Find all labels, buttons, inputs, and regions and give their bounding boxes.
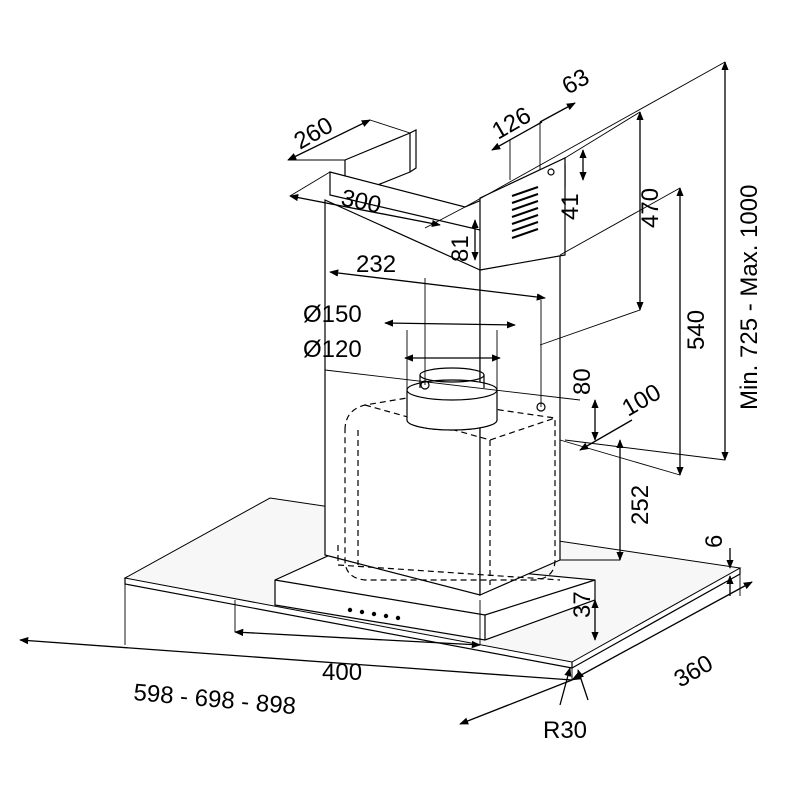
dim-width-range: 598 - 698 - 898 [132, 679, 297, 720]
dim-depth-360: 360 [670, 650, 718, 693]
dim-motor-400: 400 [322, 659, 362, 686]
dim-height-252: 252 [627, 485, 654, 525]
dim-bracket-63: 63 [558, 63, 595, 100]
dim-outlet-d150: Ø150 [303, 301, 362, 328]
dimension-lines [19, 61, 753, 725]
dim-height-540: 540 [683, 310, 710, 350]
vent-grille [511, 186, 539, 239]
dim-height-range: Min. 725 - Max. 1000 [736, 185, 763, 410]
dim-outlet-offset: 232 [356, 251, 396, 278]
dim-chimney-depth: 260 [290, 112, 338, 155]
dim-bracket-126: 126 [488, 102, 536, 145]
outlet-collar [406, 367, 546, 431]
dim-glass-6: 6 [701, 535, 728, 548]
dim-bracket-81: 81 [447, 235, 474, 262]
dim-offset-100: 100 [618, 379, 666, 422]
dim-radius: R30 [543, 717, 587, 744]
dim-bracket-41: 41 [557, 193, 584, 220]
dim-outlet-d120: Ø120 [303, 336, 362, 363]
mounting-hole-icon [547, 168, 555, 176]
dim-panel-37: 37 [569, 591, 596, 618]
dim-height-470: 470 [637, 188, 664, 228]
control-buttons [347, 607, 401, 621]
dim-offset-80: 80 [569, 368, 596, 395]
